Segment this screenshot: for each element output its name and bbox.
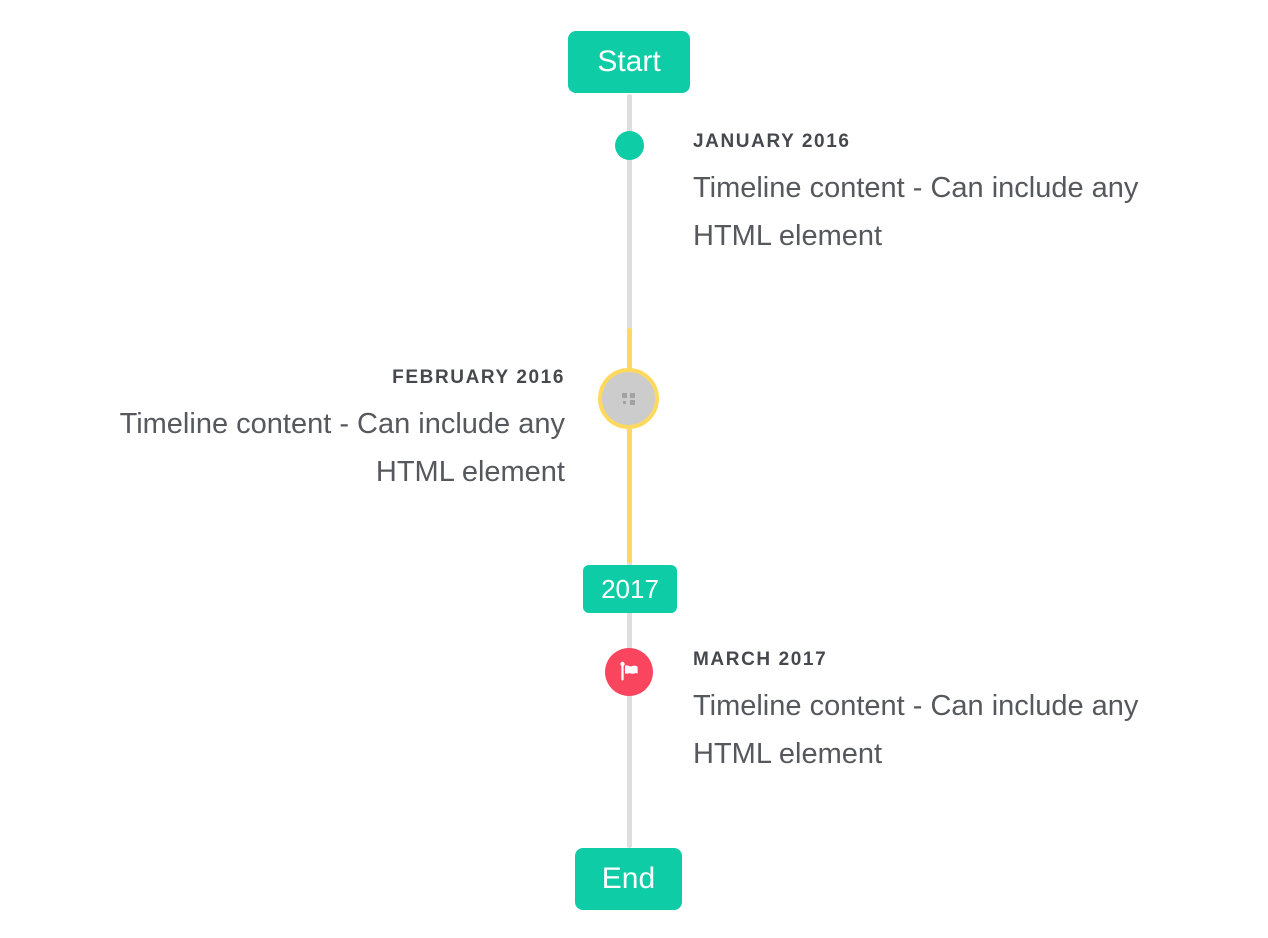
entry-content: Timeline content - Can include any HTML … — [693, 172, 1139, 252]
entry-content: Timeline content - Can include any HTML … — [119, 408, 565, 488]
timeline-entry-march: MARCH 2017 Timeline content - Can includ… — [693, 648, 1218, 778]
entry-date: MARCH 2017 — [693, 649, 828, 670]
flag-icon — [617, 660, 641, 684]
timeline-entry-february: FEBRUARY 2016 Timeline content - Can inc… — [40, 366, 565, 496]
end-button[interactable]: End — [575, 848, 682, 910]
timeline-entry-january: JANUARY 2016 Timeline content - Can incl… — [693, 130, 1218, 260]
january-dot-marker — [615, 131, 644, 160]
entry-date: JANUARY 2016 — [693, 131, 851, 152]
entry-date: FEBRUARY 2016 — [392, 367, 565, 388]
entry-content: Timeline content - Can include any HTML … — [693, 690, 1139, 770]
february-image-marker — [598, 368, 659, 429]
year-badge[interactable]: 2017 — [583, 565, 677, 613]
broken-image-icon — [621, 391, 637, 407]
start-button[interactable]: Start — [568, 31, 690, 93]
march-flag-marker — [605, 648, 653, 696]
timeline-line-highlight — [627, 328, 632, 563]
